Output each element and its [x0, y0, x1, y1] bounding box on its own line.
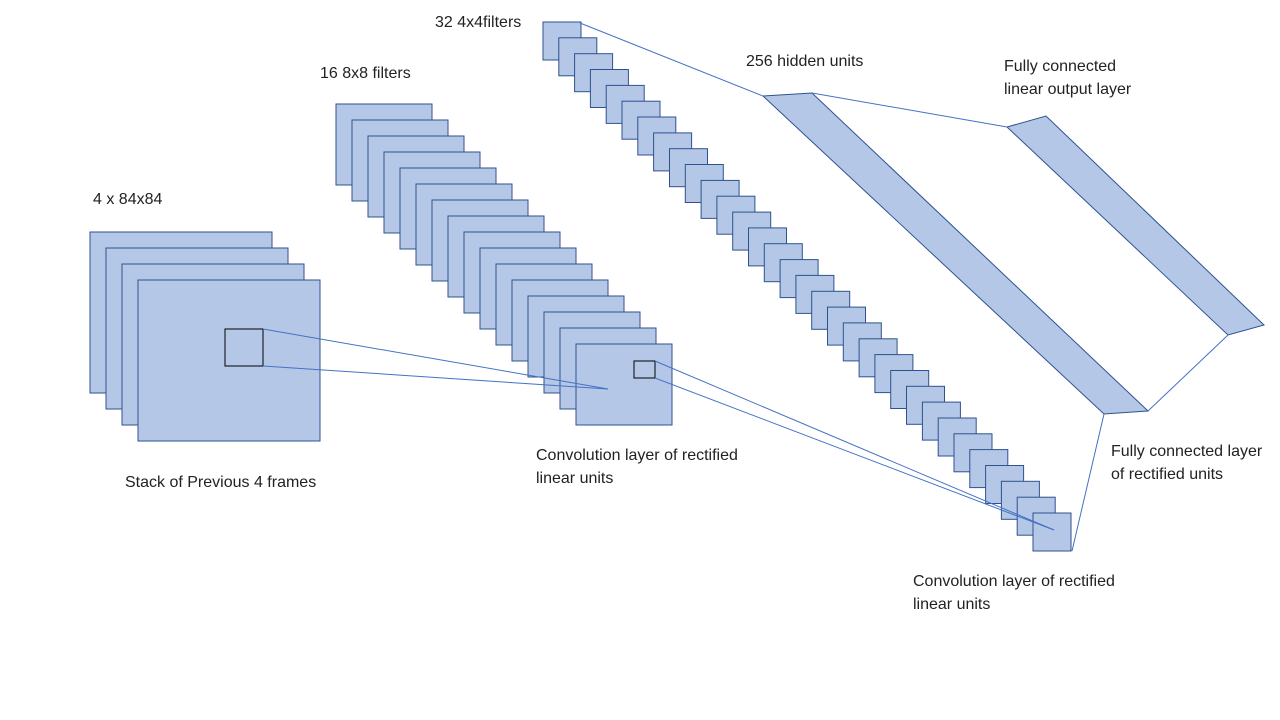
connector-lines [262, 22, 1229, 552]
hidden-layer-bar [761, 92, 1150, 415]
conv1-receptive-field [633, 360, 656, 379]
hidden-units-label: 256 hidden units [746, 53, 863, 70]
input-frame-stack [89, 231, 321, 442]
conv2-feature-map-stack [542, 21, 1072, 552]
output-layer-bar [1006, 115, 1265, 336]
input-frame-4 [137, 279, 321, 442]
fc-caption-line2: of rectified units [1111, 466, 1223, 483]
conv1-filters-label: 16 8x8 filters [320, 65, 411, 82]
input-size-label: 4 x 84x84 [93, 191, 162, 208]
conv1-caption-line1: Convolution layer of rectified [536, 447, 738, 464]
conv1-caption-line2: linear units [536, 470, 613, 487]
conv2-caption-line2: linear units [913, 596, 990, 613]
input-caption-label: Stack of Previous 4 frames [125, 474, 316, 491]
conv2-feature-map-32 [1032, 512, 1072, 552]
input-receptive-field [224, 328, 264, 367]
fc-caption-line1: Fully connected layer [1111, 443, 1263, 460]
conv2-caption-line1: Convolution layer of rectified [913, 573, 1115, 590]
conv2-filters-label: 32 4x4filters [435, 14, 521, 31]
conv1-feature-map-16 [575, 343, 673, 426]
output-caption-line2: linear output layer [1004, 81, 1132, 98]
output-caption-line1: Fully connected [1004, 58, 1116, 75]
conv1-feature-map-stack [335, 103, 673, 426]
